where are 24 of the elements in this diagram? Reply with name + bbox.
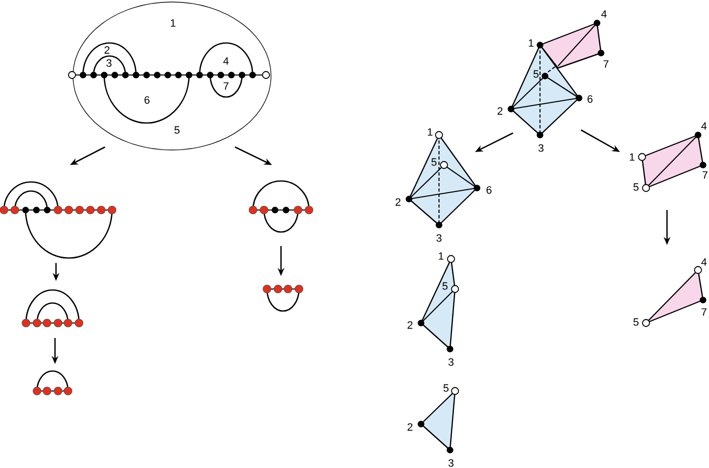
vertex-label: 5 <box>443 384 449 392</box>
vertex-label: 2 <box>396 198 400 206</box>
vertex-label: 4 <box>701 258 707 266</box>
vertex-label: 2 <box>408 423 412 431</box>
vertex-label: 6 <box>486 186 492 194</box>
vertex-label: 5 <box>633 183 639 191</box>
vertex-label: 4 <box>601 10 607 18</box>
vertex-label: 2 <box>498 107 502 115</box>
chord-diagram-drawing <box>32 370 72 396</box>
vertex-label: 7 <box>604 60 608 68</box>
vertex-label: 3 <box>538 144 544 152</box>
chord-diagram-drawing <box>0 181 116 259</box>
vertex-label: 6 <box>588 95 592 103</box>
vertex-label: 1 <box>438 252 444 260</box>
chord-diagram-drawing <box>262 284 304 312</box>
chord-diagram-drawing <box>248 180 314 233</box>
vertex-label: 4 <box>701 122 707 130</box>
vertex-label: 1 <box>630 153 634 161</box>
vertex-label: 3 <box>448 459 454 467</box>
vertex-label: 2 <box>408 321 412 329</box>
vertex-label: 5 <box>633 318 639 326</box>
vertex-label: 3 <box>436 234 442 242</box>
chord-diagram-drawing <box>22 289 84 328</box>
vertex-label: 3 <box>448 358 454 366</box>
